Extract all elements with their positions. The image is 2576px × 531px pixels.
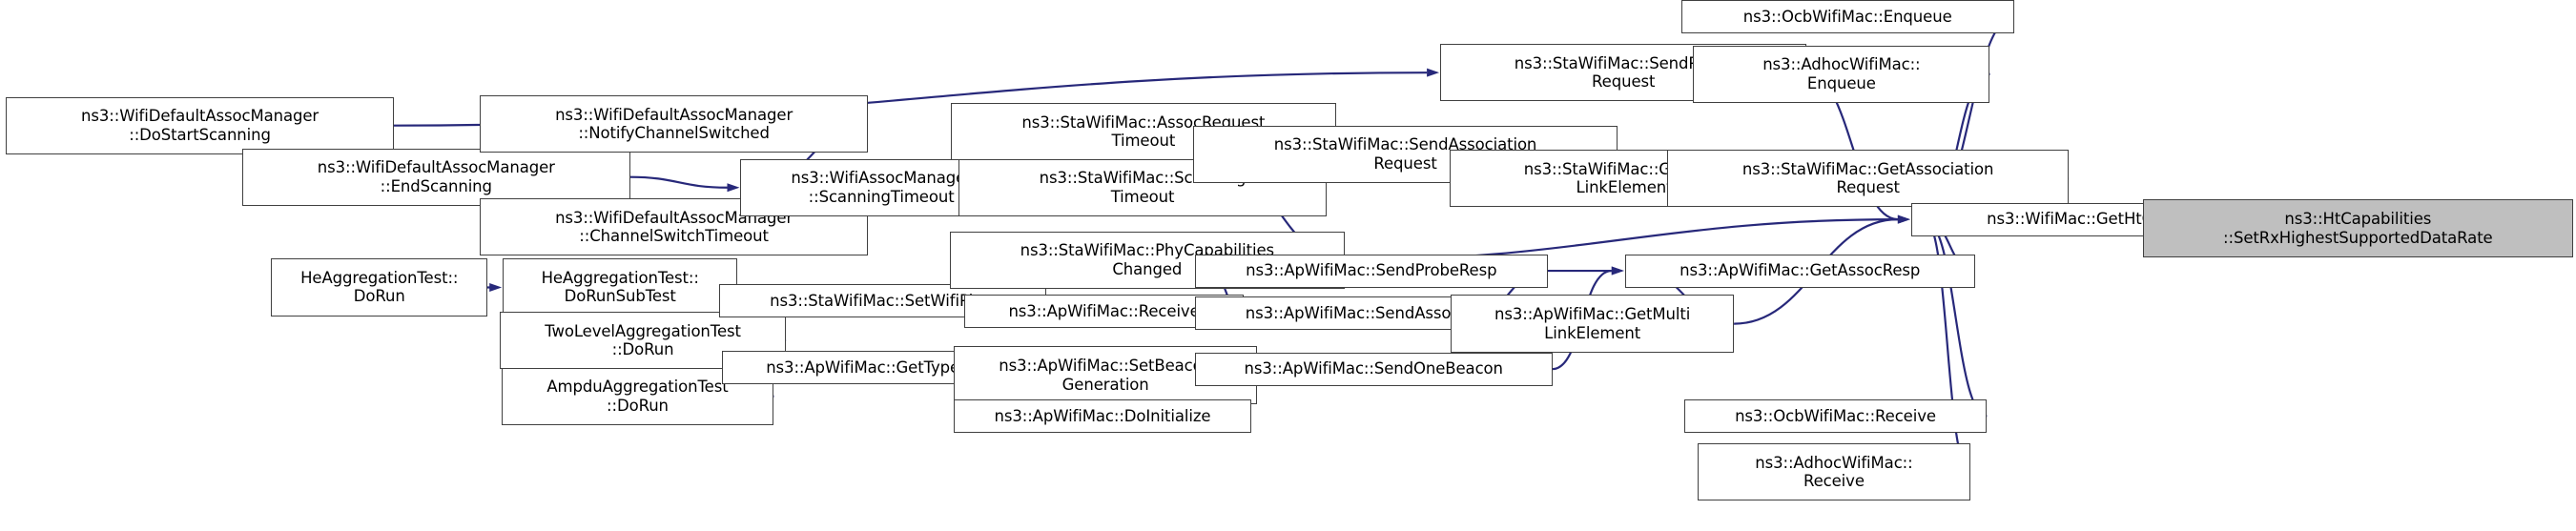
graph-node-ns3-wifidefaultassocmanager-dostartscanning[interactable]: ns3::WifiDefaultAssocManager ::DoStartSc… xyxy=(6,96,394,154)
graph-node-label: ns3::StaWifiMac::GetAssociation Request xyxy=(1741,159,1994,197)
edge-phycapabilitieschanged-to-gethtcapabilities-arrowhead xyxy=(1897,214,1910,224)
graph-node-ns3-apwifimac-getmulti-linkelement[interactable]: ns3::ApWifiMac::GetMulti LinkElement xyxy=(1451,295,1735,353)
graph-node-heaggregationtest-dorun[interactable]: HeAggregationTest:: DoRun xyxy=(271,258,488,317)
graph-node-ns3-apwifimac-sendproberesp[interactable]: ns3::ApWifiMac::SendProbeResp xyxy=(1194,254,1548,288)
graph-node-ns3-htcapabilities-setrxhighestsupporteddatarate[interactable]: ns3::HtCapabilities ::SetRxHighestSuppor… xyxy=(2142,199,2573,257)
graph-node-ns3-ocbwifimac-receive[interactable]: ns3::OcbWifiMac::Receive xyxy=(1683,398,1988,433)
graph-node-label: ns3::ApWifiMac::GetAssocResp xyxy=(1680,261,1921,280)
graph-node-ns3-apwifimac-doinitialize[interactable]: ns3::ApWifiMac::DoInitialize xyxy=(954,398,1251,433)
graph-node-label: HeAggregationTest:: DoRun xyxy=(300,269,459,306)
edge-apgetmulti-to-gethtcapabilities-arrowhead xyxy=(1897,214,1910,224)
graph-node-label: ns3::ApWifiMac::Receive xyxy=(1008,302,1200,321)
graph-node-ns3-ocbwifimac-enqueue[interactable]: ns3::OcbWifiMac::Enqueue xyxy=(1680,0,2014,33)
graph-node-ns3-apwifimac-sendonebeacon[interactable]: ns3::ApWifiMac::SendOneBeacon xyxy=(1194,352,1553,386)
graph-node-label: TwoLevelAggregationTest ::DoRun xyxy=(545,321,741,359)
graph-node-label: ns3::ApWifiMac::SendProbeResp xyxy=(1246,261,1497,280)
graph-node-label: ns3::ApWifiMac::GetMulti LinkElement xyxy=(1494,305,1691,342)
graph-node-label: ns3::ApWifiMac::SendAssocResp xyxy=(1245,303,1497,322)
graph-node-label: ns3::ApWifiMac::SendOneBeacon xyxy=(1244,359,1503,378)
graph-node-label: ns3::StaWifiMac::SetWifiPhys xyxy=(770,292,997,311)
graph-node-ns3-wifidefaultassocmanager-notifychannelswitched[interactable]: ns3::WifiDefaultAssocManager ::NotifyCha… xyxy=(480,94,868,153)
graph-node-label: ns3::AdhocWifiMac:: Receive xyxy=(1755,453,1913,491)
graph-node-label: ns3::StaWifiMac::SendProbe Request xyxy=(1514,53,1733,92)
graph-node-label: ns3::AdhocWifiMac:: Enqueue xyxy=(1762,55,1921,92)
graph-node-heaggregationtest-dorunsubtest[interactable]: HeAggregationTest:: DoRunSubTest xyxy=(503,258,738,317)
graph-node-label: ns3::WifiDefaultAssocManager ::DoStartSc… xyxy=(81,107,319,144)
graph-node-label: HeAggregationTest:: DoRunSubTest xyxy=(541,269,699,306)
edge-sendonebeacon-to-getassocresp-arrowhead xyxy=(1611,266,1624,276)
edge-dostartscanning-to-sendproberequest-arrowhead xyxy=(1427,68,1440,77)
graph-node-ns3-adhocwifimac-receive[interactable]: ns3::AdhocWifiMac:: Receive xyxy=(1698,442,1970,501)
edge-sendproberesp-to-getassocresp-arrowhead xyxy=(1611,266,1624,276)
graph-node-label: ns3::HtCapabilities ::SetRxHighestSuppor… xyxy=(2223,210,2493,247)
graph-node-label: ns3::WifiDefaultAssocManager ::NotifyCha… xyxy=(555,105,793,143)
edge-endscanning-to-scanningtimeout-arrowhead xyxy=(727,183,740,193)
graph-node-ns3-apwifimac-getassocresp[interactable]: ns3::ApWifiMac::GetAssocResp xyxy=(1624,254,1975,288)
graph-node-label: ns3::OcbWifiMac::Receive xyxy=(1735,406,1936,425)
graph-node-label: ns3::ApWifiMac::SetBeacon Generation xyxy=(999,357,1212,394)
graph-node-label: ns3::ApWifiMac::GetTypeId xyxy=(766,357,975,377)
graph-node-ns3-stawifimac-getassociation-request[interactable]: ns3::StaWifiMac::GetAssociation Request xyxy=(1667,150,2070,208)
graph-node-ns3-adhocwifimac-enqueue[interactable]: ns3::AdhocWifiMac:: Enqueue xyxy=(1693,45,1990,103)
edge-herun-to-herunsubtest-arrowhead xyxy=(489,283,503,293)
edge-ocbreceive-to-gethtcapabilities xyxy=(1924,218,1988,418)
edge-endscanning-to-scanningtimeout xyxy=(629,175,728,189)
graph-node-label: ns3::StaWifiMac::SendAssociation Request xyxy=(1273,135,1537,173)
graph-node-label: AmpduAggregationTest ::DoRun xyxy=(546,378,729,415)
graph-node-label: ns3::OcbWifiMac::Enqueue xyxy=(1742,7,1952,26)
graph-node-label: ns3::WifiDefaultAssocManager ::EndScanni… xyxy=(317,158,555,195)
graph-node-ns3-wifidefaultassocmanager-endscanning[interactable]: ns3::WifiDefaultAssocManager ::EndScanni… xyxy=(242,148,630,206)
graph-node-label: ns3::ApWifiMac::DoInitialize xyxy=(994,406,1211,425)
edge-sendproberequest-to-gethtcapabilities-arrowhead xyxy=(1897,214,1910,224)
